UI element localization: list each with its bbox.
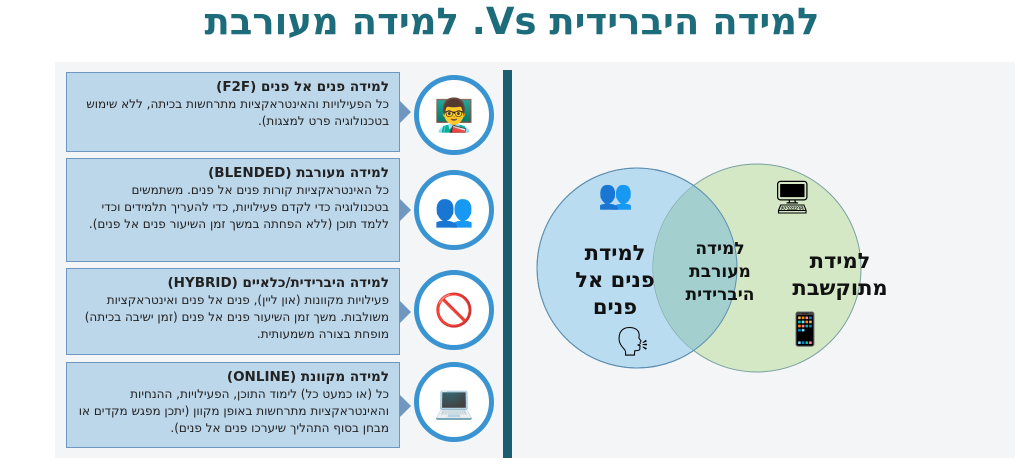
box-heading: למידה מעורבת (BLENDED) bbox=[208, 165, 389, 181]
box-blended: למידה מעורבת (BLENDED) כל האינטראקציות קו… bbox=[66, 158, 400, 262]
box-pointer bbox=[399, 198, 411, 222]
box-f2f: למידה פנים אל פנים (F2F) כל הפעילויות והא… bbox=[66, 72, 400, 152]
label-line: פנים bbox=[592, 295, 638, 319]
label-line: למידה bbox=[695, 239, 745, 259]
divider-bar bbox=[503, 70, 512, 458]
label-line: פנים אל bbox=[575, 268, 655, 292]
discussion-table-icon: 🗣 bbox=[615, 325, 651, 358]
box-text: כל (או כמעט כל) לימוד התוכן, הפעילויות, … bbox=[78, 387, 389, 435]
venn-left-label: למידת פנים אל פנים bbox=[560, 240, 670, 321]
box-pointer bbox=[399, 100, 411, 124]
box-heading: למידה פנים אל פנים (F2F) bbox=[216, 79, 389, 95]
label-line: למידת bbox=[584, 241, 646, 265]
box-pointer bbox=[399, 300, 411, 324]
label-line: מתוקשבת bbox=[792, 276, 888, 300]
box-pointer bbox=[399, 394, 411, 418]
box-text: כל האינטראקציות קורות פנים אל פנים. משתמ… bbox=[88, 183, 389, 231]
box-heading: למידה היברידית/כלאיים (HYBRID) bbox=[167, 275, 389, 291]
label-line: היברידית bbox=[685, 285, 755, 305]
box-heading: למידה מקוונת (ONLINE) bbox=[226, 369, 389, 385]
box-text: כל הפעילויות והאינטראקציות מתרחשות בכיתה… bbox=[86, 97, 389, 128]
lecture-audience-icon: 👥 bbox=[414, 170, 494, 250]
no-classroom-icon: 🚫 bbox=[414, 270, 494, 350]
box-online: למידה מקוונת (ONLINE) כל (או כמעט כל) לימ… bbox=[66, 362, 400, 448]
laptop-learner-icon: 💻 bbox=[414, 362, 494, 442]
group-meeting-icon: 👥 bbox=[598, 178, 633, 211]
page-title: למידה היברידית Vs. למידה מעורבת bbox=[204, 0, 820, 43]
smartphone-chat-icon: 📱 bbox=[785, 310, 825, 348]
computer-monitor-icon: 🖥 bbox=[772, 178, 813, 216]
label-line: מעורבת bbox=[689, 262, 751, 282]
box-hybrid: למידה היברידית/כלאיים (HYBRID) פעילויות מ… bbox=[66, 268, 400, 355]
teacher-classroom-icon: 👨‍🏫 bbox=[414, 75, 494, 155]
venn-diagram bbox=[536, 163, 862, 373]
venn-overlap bbox=[653, 168, 737, 368]
box-text: פעילויות מקוונות (און ליין), פנים אל פני… bbox=[84, 293, 389, 341]
venn-middle-label: למידה מעורבת היברידית bbox=[675, 238, 765, 307]
label-line: למידת bbox=[809, 249, 871, 273]
venn-right-label: למידת מתוקשבת bbox=[785, 248, 895, 302]
